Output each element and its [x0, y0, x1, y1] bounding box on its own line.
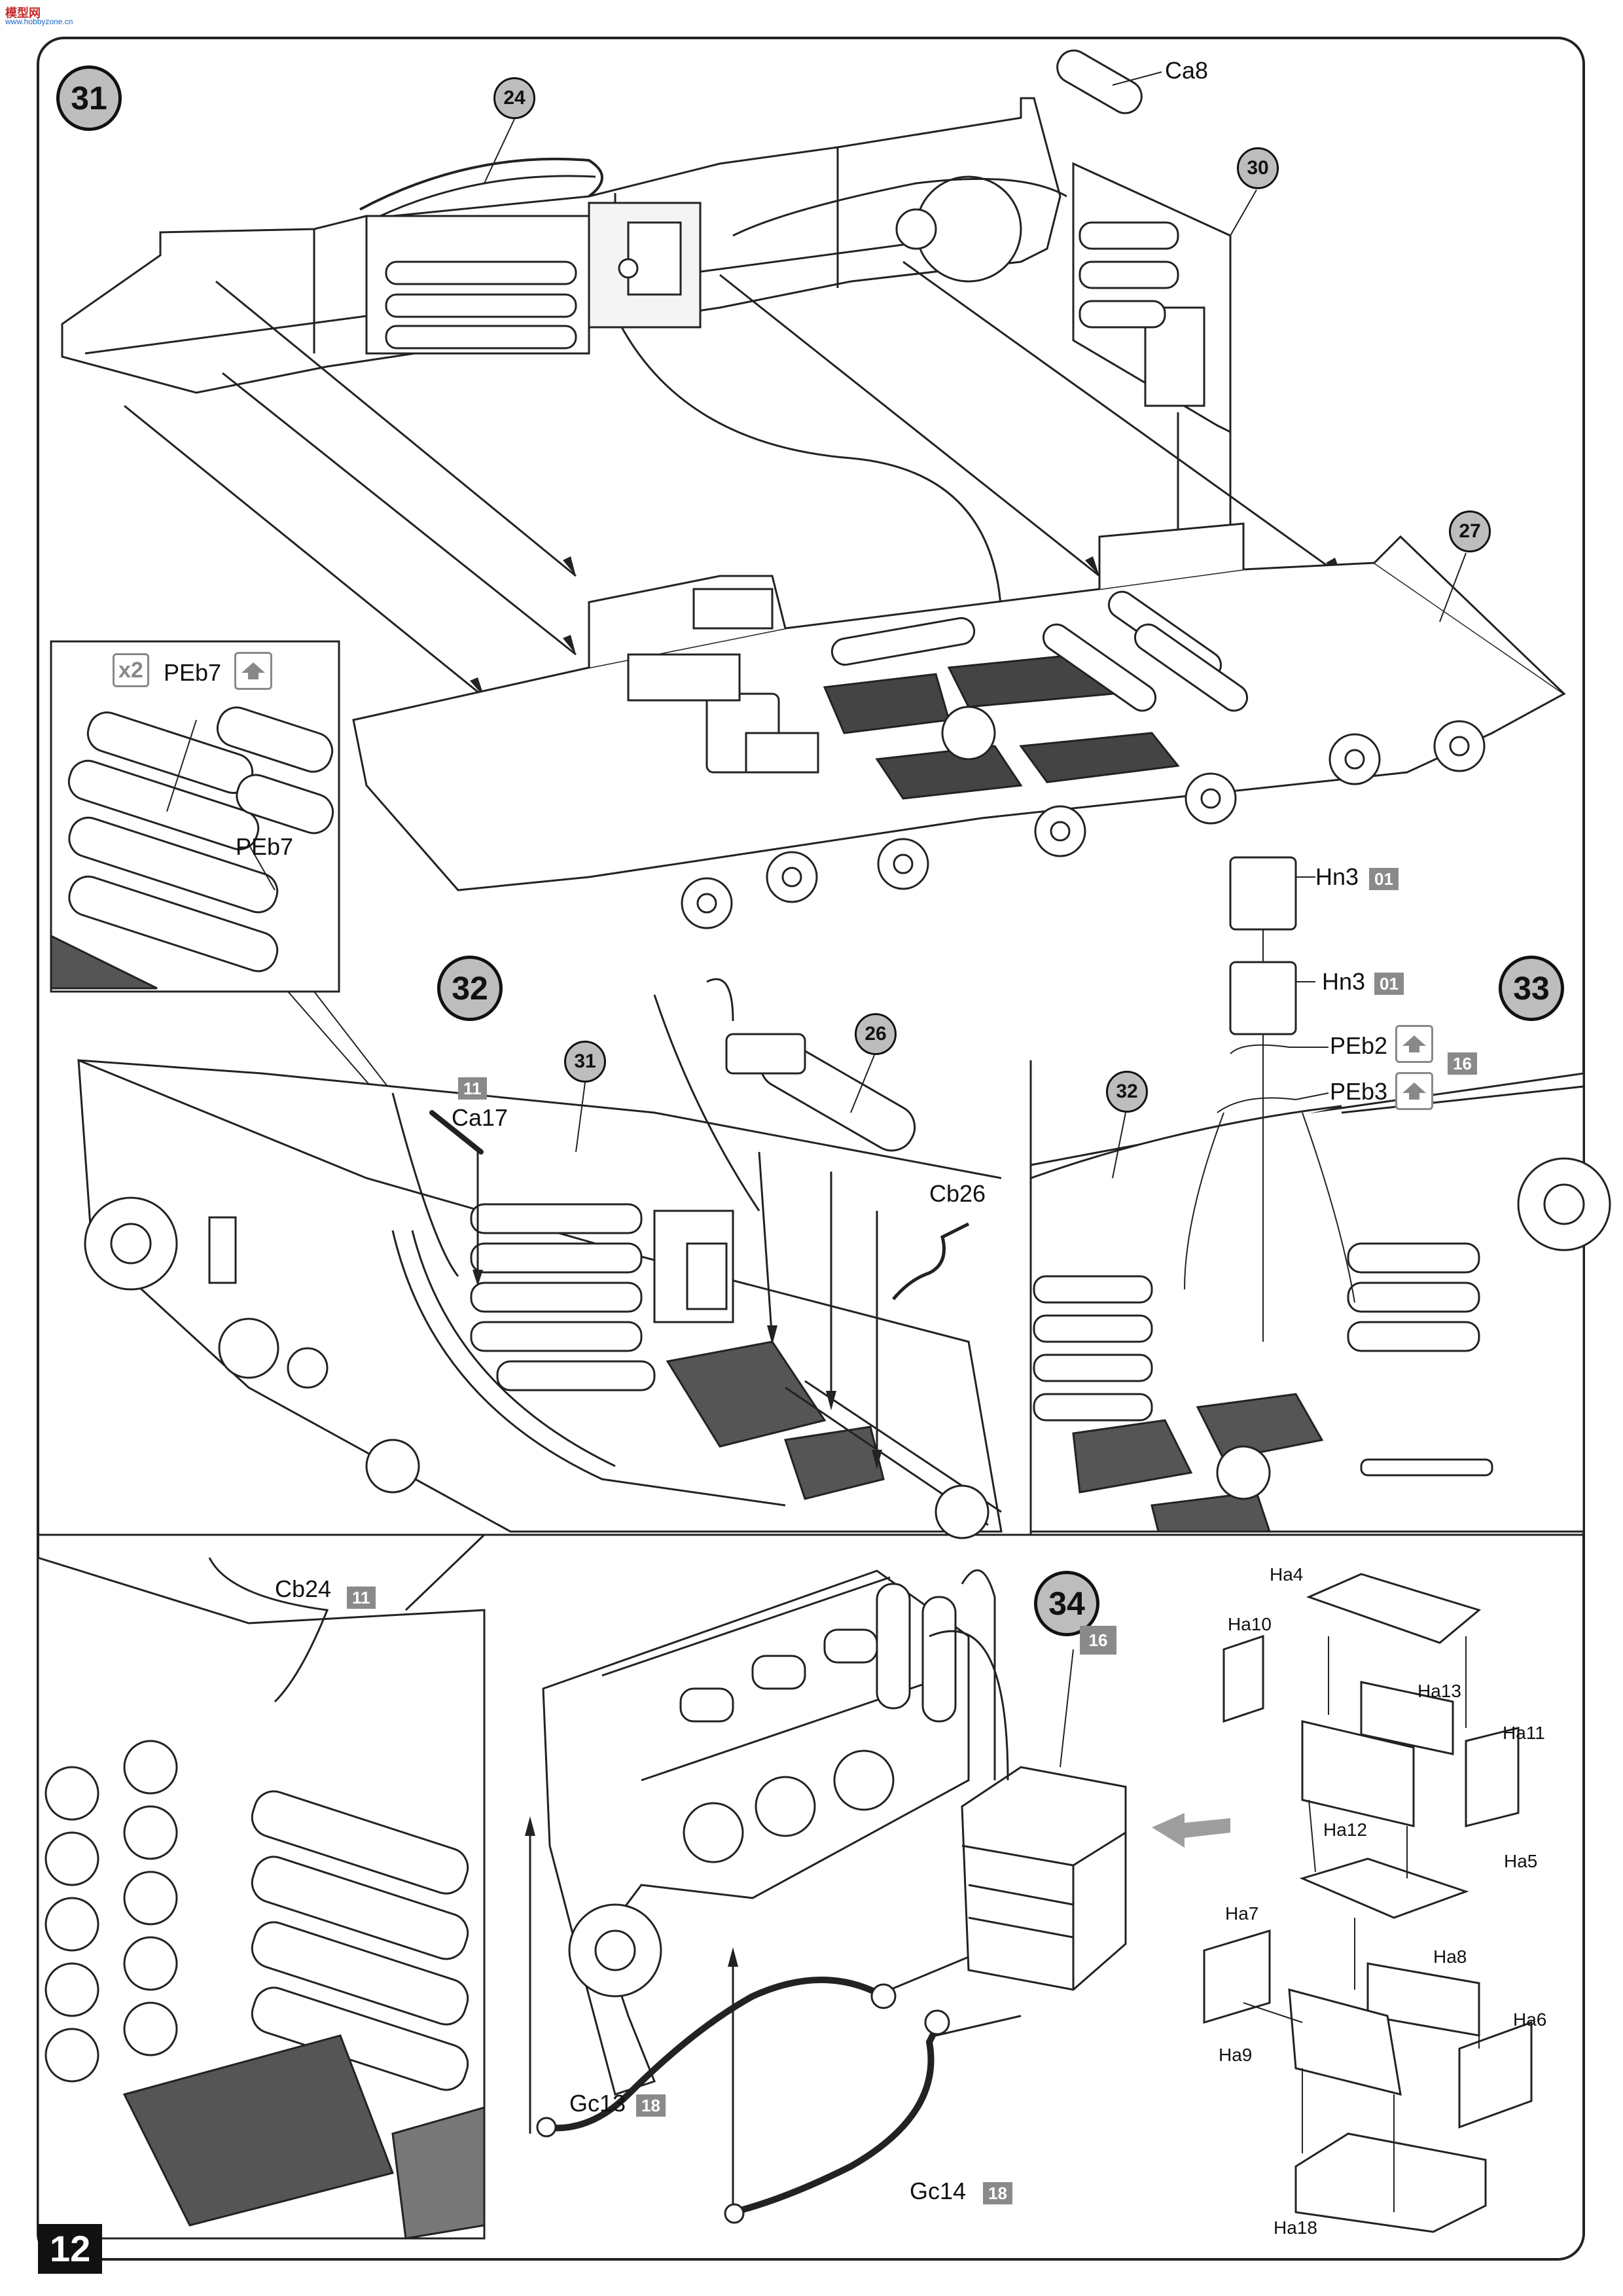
label-peb7-top: PEb7: [164, 659, 222, 686]
hull-33: [1029, 1072, 1611, 1533]
part-hn3: [1229, 856, 1297, 1035]
part-gc14: [732, 2014, 946, 2215]
photo-etch-icon: [1395, 1072, 1433, 1110]
sprue-11-ca17: 11: [458, 1077, 487, 1100]
label-ha4: Ha4: [1270, 1564, 1304, 1585]
ref-27: 27: [1449, 511, 1491, 552]
label-gc13: Gc13: [569, 2090, 626, 2117]
sprue-16-peb: 16: [1448, 1052, 1477, 1075]
label-peb7-bottom: PEb7: [236, 833, 294, 860]
label-ca8: Ca8: [1165, 57, 1209, 84]
inset-peb7-drawing: [50, 706, 334, 990]
engine-34: [542, 1570, 970, 2096]
step-31-badge: 31: [56, 65, 122, 131]
hull-32: [77, 1058, 1003, 1539]
ref-32: 32: [1106, 1071, 1148, 1113]
part-26-breech: [706, 978, 916, 1152]
sprue-18-gc13: 18: [636, 2094, 666, 2117]
page-number: 12: [38, 2224, 103, 2274]
hull-31: [352, 522, 1566, 891]
sprue-16-battery: 16: [1080, 1626, 1116, 1655]
sprue-01-bottom: 01: [1374, 973, 1404, 995]
label-hn3-top: Hn3: [1315, 863, 1359, 890]
battery-box-16: [961, 1766, 1127, 1991]
label-ha11: Ha11: [1503, 1723, 1545, 1743]
battery-box-exploded: [1203, 1573, 1533, 2233]
part-ca8: [1056, 49, 1143, 115]
label-ha9: Ha9: [1219, 2045, 1253, 2065]
inset-cb24: [37, 1534, 486, 2240]
step-33-badge: 33: [1499, 956, 1564, 1021]
ammo-rack-31: [365, 202, 702, 355]
part-ca17: [429, 1110, 484, 1155]
label-ha10: Ha10: [1228, 1614, 1272, 1634]
label-ha7: Ha7: [1225, 1903, 1259, 1924]
label-ha6: Ha6: [1513, 2009, 1547, 2030]
step-34-badge: 34: [1034, 1571, 1099, 1636]
sprue-01-top: 01: [1369, 868, 1399, 890]
road-wheels-31: [681, 720, 1486, 929]
label-ca17: Ca17: [452, 1104, 508, 1131]
ref-30: 30: [1237, 147, 1279, 189]
overhead-arc: [359, 157, 603, 211]
label-ha13: Ha13: [1418, 1681, 1461, 1701]
ref-26: 26: [855, 1013, 897, 1055]
part-cb26: [892, 1222, 970, 1300]
label-gc14: Gc14: [910, 2178, 967, 2204]
label-ha8: Ha8: [1433, 1946, 1467, 1967]
ref-24: 24: [493, 77, 535, 119]
label-hn3-bottom: Hn3: [1322, 968, 1366, 995]
direction-arrow: [1152, 1813, 1230, 1848]
part-gc13: [543, 1977, 885, 2132]
brand-url: www.hobbyzone.cn: [5, 17, 73, 26]
photo-etch-icon: [234, 652, 272, 690]
radio-rack-30: [1072, 162, 1232, 434]
label-ha12: Ha12: [1323, 1820, 1367, 1840]
brand-logo: 模型网: [5, 7, 41, 20]
sprue-18-gc14: 18: [983, 2182, 1012, 2204]
step-32-badge: 32: [437, 956, 503, 1021]
label-ha18: Ha18: [1274, 2217, 1317, 2238]
assembly-arrows-31: [124, 177, 1342, 746]
label-peb3: PEb3: [1330, 1078, 1388, 1105]
label-cb24: Cb24: [275, 1575, 332, 1602]
label-peb2: PEb2: [1330, 1032, 1388, 1059]
ref-31: 31: [564, 1041, 606, 1083]
label-cb26: Cb26: [929, 1180, 986, 1207]
label-ha5: Ha5: [1504, 1851, 1538, 1871]
quantity-x2: x2: [113, 653, 149, 687]
sprue-11-cb24: 11: [347, 1587, 376, 1609]
photo-etch-icon: [1395, 1025, 1433, 1063]
